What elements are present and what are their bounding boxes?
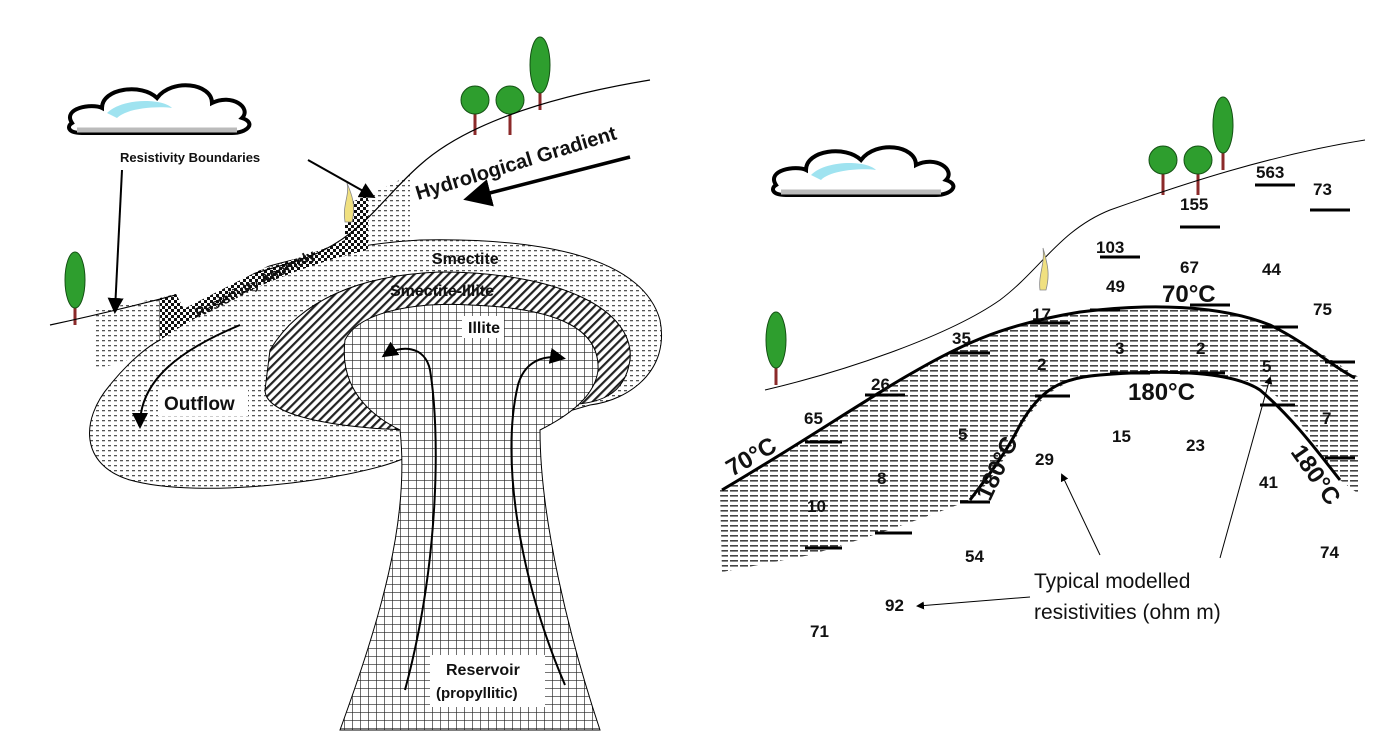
outflow-arrow xyxy=(132,324,241,429)
resistivity-value: 74 xyxy=(1320,543,1339,562)
tree-icon xyxy=(528,35,552,112)
tree-icon xyxy=(459,84,491,137)
tree-icon xyxy=(494,84,526,137)
resistivity-value: 26 xyxy=(871,375,890,394)
resistivity-value: 2 xyxy=(1196,339,1205,358)
isotherm-label: 180°C xyxy=(1128,379,1195,406)
tree-icon xyxy=(764,310,788,387)
resistivity-value: 155 xyxy=(1180,195,1208,214)
label-background xyxy=(430,655,545,707)
label-hydrological-gradient: Hydrological Gradient xyxy=(413,123,620,205)
resistivity-value: 15 xyxy=(1112,427,1131,446)
resistivity-value: 3 xyxy=(1115,339,1124,358)
label-reservoir-type: (propyllitic) xyxy=(436,685,518,702)
conductive-clay-cap xyxy=(720,306,1360,572)
label-background xyxy=(462,316,504,338)
boundary-arrow xyxy=(107,169,124,314)
resistivity-value: 92 xyxy=(885,596,904,615)
resistivity-value: 49 xyxy=(1106,277,1125,296)
left-panel: Resistivity Boundaries Hydrological Grad… xyxy=(49,35,662,731)
isotherm-70 xyxy=(721,305,1356,492)
upflow-arrow-right xyxy=(510,348,566,686)
resistivity-value: 35 xyxy=(952,329,971,348)
resistivity-value: 10 xyxy=(807,497,826,516)
tree-icon xyxy=(1182,144,1214,197)
resistivity-value: 29 xyxy=(1035,450,1054,469)
note-line-2: resistivities (ohm m) xyxy=(1034,601,1221,624)
fumarole-icon xyxy=(1039,247,1049,291)
boundary-arrow xyxy=(307,159,376,198)
resistivity-value: 75 xyxy=(1313,300,1332,319)
resistivity-anomaly-zone xyxy=(160,195,368,340)
resistivity-value: 54 xyxy=(965,547,984,566)
resistivity-value: 7 xyxy=(1322,409,1331,428)
label-background xyxy=(174,216,331,309)
resistivity-value: 5 xyxy=(1262,357,1271,376)
right-panel: 70°C 70°C 180°C 180°C 180°C 563 73 155 1… xyxy=(720,95,1366,641)
label-reservoir: Reservoir xyxy=(446,662,520,679)
note-line-1: Typical modelled xyxy=(1034,570,1190,593)
tree-icon xyxy=(63,250,87,327)
note-arrow xyxy=(1060,473,1101,556)
resistivity-value: 8 xyxy=(877,469,886,488)
upflow-arrow-left xyxy=(381,341,437,691)
model-boundary-ticks xyxy=(805,183,1355,550)
resistivity-value: 67 xyxy=(1180,258,1199,277)
label-smectite: Smectite xyxy=(432,251,499,268)
recharge-zone xyxy=(368,175,410,250)
label-background xyxy=(158,390,248,416)
hydrological-gradient-arrow xyxy=(463,155,631,207)
cloud-icon xyxy=(773,147,953,195)
ground-surface xyxy=(49,79,651,326)
resistivity-value: 41 xyxy=(1259,473,1278,492)
isotherm-label: 70°C xyxy=(1162,281,1216,308)
resistivity-value: 71 xyxy=(810,622,829,641)
resistivity-values: 563 73 155 103 67 44 49 75 17 35 3 2 2 5… xyxy=(804,163,1339,641)
label-outflow: Outflow xyxy=(164,394,235,415)
ground-surface xyxy=(764,139,1366,391)
fumarole-icon xyxy=(343,182,355,223)
label-smectite-illite: Smectite-Illite xyxy=(390,283,494,300)
note-arrow xyxy=(916,596,1031,610)
cloud-icon xyxy=(69,85,249,133)
resistivity-value: 23 xyxy=(1186,436,1205,455)
tree-icon xyxy=(1211,95,1235,172)
label-illite: Illite xyxy=(468,320,500,337)
note-arrow xyxy=(1219,376,1273,559)
resistivity-value: 17 xyxy=(1032,305,1051,324)
tree-icon xyxy=(1147,144,1179,197)
illite-reservoir-zone xyxy=(339,303,601,731)
resistivity-value: 563 xyxy=(1256,163,1284,182)
resistivity-value: 103 xyxy=(1096,238,1124,257)
resistivity-value: 65 xyxy=(804,409,823,428)
resistivity-value: 44 xyxy=(1262,260,1281,279)
resistivity-value: 73 xyxy=(1313,180,1332,199)
label-resistivity-boundaries: Resistivity Boundaries xyxy=(120,150,260,165)
resistivity-value: 2 xyxy=(1037,355,1046,374)
resistivity-value: 5 xyxy=(958,425,967,444)
